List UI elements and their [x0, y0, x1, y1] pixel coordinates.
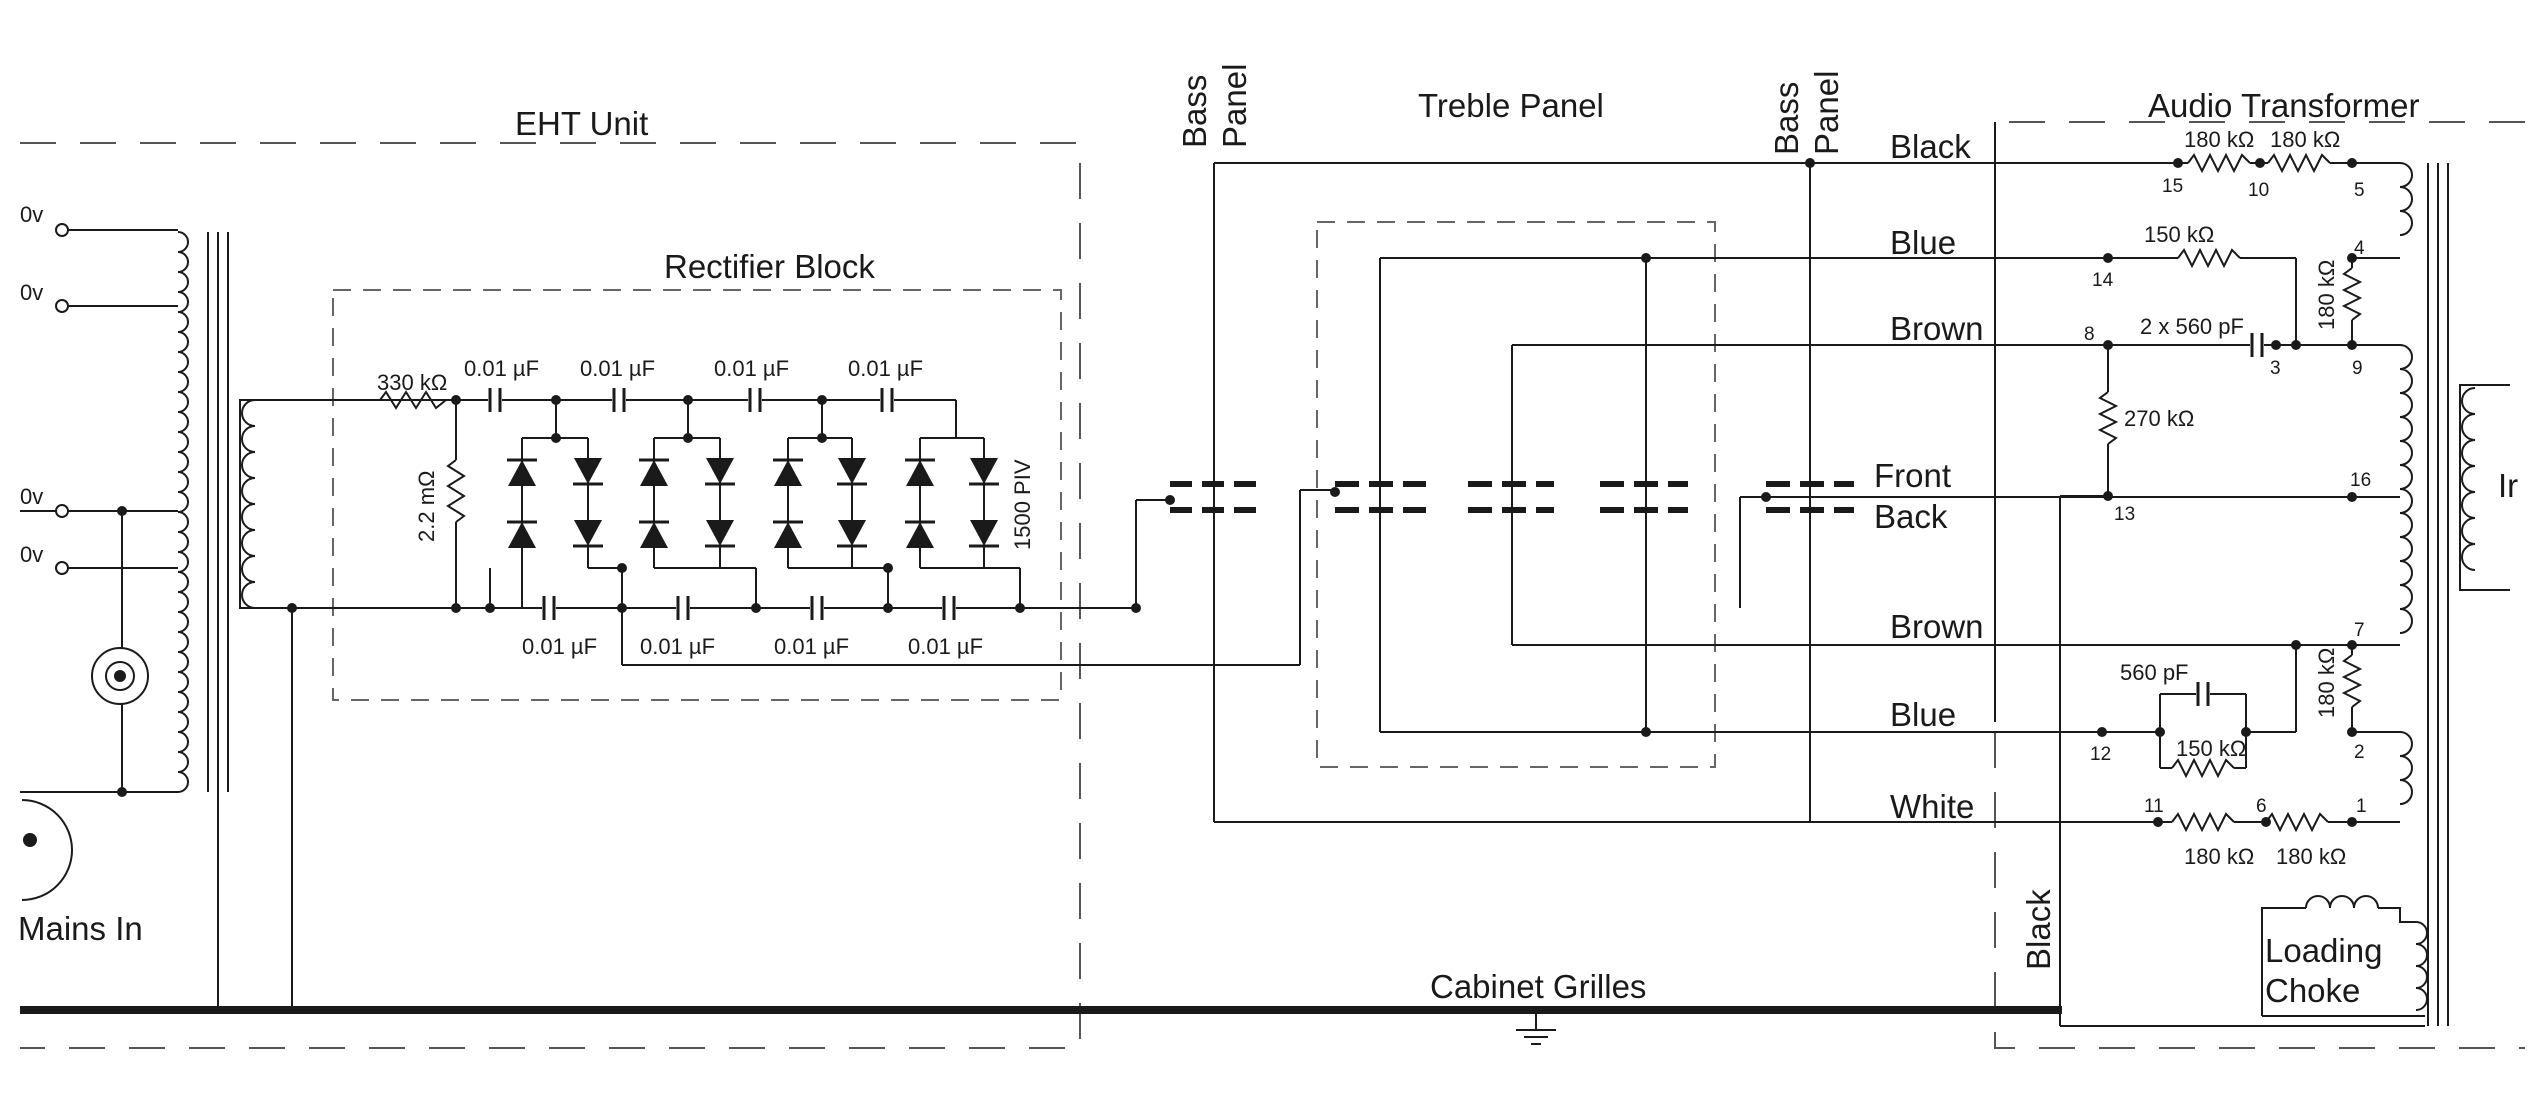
r-15-10-label: 180 kΩ: [2184, 127, 2254, 152]
audio-transformer-outline: [1994, 121, 2525, 1049]
diode-symbol: [903, 448, 937, 496]
cap-bottom-2-label: 0.01 µF: [640, 634, 715, 659]
c-12-label: 560 pF: [2120, 660, 2189, 685]
mains-in-label: Mains In: [18, 910, 143, 947]
eht-secondary-coil: [239, 399, 456, 613]
diode-symbol: [771, 510, 805, 558]
r-14-label: 150 kΩ: [2144, 222, 2214, 247]
cabinet-grilles-bus: [20, 1006, 2062, 1045]
treble-panel-outline: [1316, 221, 1716, 768]
diode-symbol: [903, 510, 937, 558]
pin-2: 2: [2354, 742, 2365, 763]
pin-12: 12: [2090, 744, 2111, 765]
r-7-2-label: 180 kΩ: [2314, 648, 2339, 718]
piv-label: 1500 PIV: [1010, 459, 1035, 550]
wire-black-vertical-label: Black: [2020, 889, 2057, 970]
pin-8: 8: [2084, 324, 2095, 345]
cap-top-2-label: 0.01 µF: [580, 356, 655, 381]
bass-panel-left-label-1: Bass: [1176, 75, 1213, 148]
diode-symbol: [505, 448, 539, 496]
rectifier-block-outline: [332, 289, 1062, 701]
cap-top-1-label: 0.01 µF: [464, 356, 539, 381]
terminal-0v-3: 0v: [20, 484, 43, 509]
pin-3: 3: [2270, 358, 2281, 379]
r-10-5-label: 180 kΩ: [2270, 127, 2340, 152]
diode-symbol: [703, 510, 737, 558]
cap-top-4-label: 0.01 µF: [848, 356, 923, 381]
pin-7: 7: [2354, 620, 2365, 641]
bass-panel-left-label-2: Panel: [1216, 64, 1253, 148]
cap-top-3-label: 0.01 µF: [714, 356, 789, 381]
pin-1: 1: [2356, 796, 2367, 817]
mains-terminals: [20, 223, 178, 901]
bass-panel-right-label-2: Panel: [1808, 71, 1845, 155]
diode-symbol: [571, 448, 605, 496]
r-12-label: 150 kΩ: [2176, 736, 2246, 761]
wire-brown-bottom-label: Brown: [1890, 608, 1984, 645]
terminal-0v-2: 0v: [20, 280, 43, 305]
diode-symbol: [703, 448, 737, 496]
diode-symbol: [967, 510, 1001, 558]
rectifier-network: [379, 388, 1301, 666]
bass-panel-right-label-1: Bass: [1768, 82, 1805, 155]
pin-16: 16: [2350, 470, 2371, 491]
audio-transformer-label: Audio Transformer: [2148, 87, 2419, 124]
pin-13: 13: [2114, 504, 2135, 525]
loading-choke-label-2: Choke: [2265, 972, 2360, 1009]
pin-4: 4: [2354, 238, 2365, 259]
diode-symbol: [771, 448, 805, 496]
rectifier-block-label: Rectifier Block: [664, 248, 875, 285]
r-6-1-label: 180 kΩ: [2276, 844, 2346, 869]
wire-blue-bottom-label: Blue: [1890, 696, 1956, 733]
back-label: Back: [1874, 498, 1948, 535]
cap-bottom-1-label: 0.01 µF: [522, 634, 597, 659]
pin-6: 6: [2256, 796, 2267, 817]
r-2m2-label: 2.2 mΩ: [414, 471, 439, 542]
terminal-0v-1: 0v: [20, 202, 43, 227]
r-4-9-label: 180 kΩ: [2314, 260, 2339, 330]
diode-symbol: [571, 510, 605, 558]
r-330k-label: 330 kΩ: [377, 370, 447, 395]
diode-symbol: [637, 448, 671, 496]
mains-transformer-coil: [177, 231, 293, 1010]
pin-9: 9: [2352, 358, 2363, 379]
cabinet-grilles-label: Cabinet Grilles: [1430, 968, 1646, 1005]
wire-blue-top-label: Blue: [1890, 224, 1956, 261]
wire-brown-top-label: Brown: [1890, 310, 1984, 347]
pin-5: 5: [2354, 180, 2365, 201]
pin-14: 14: [2092, 270, 2114, 291]
pin-15: 15: [2162, 176, 2183, 197]
front-label: Front: [1874, 457, 1951, 494]
cap-bottom-3-label: 0.01 µF: [774, 634, 849, 659]
input-transformer-label: Ir: [2498, 467, 2518, 504]
cap-bottom-4-label: 0.01 µF: [908, 634, 983, 659]
eht-unit-label: EHT Unit: [515, 105, 648, 142]
r-8-13-label: 270 kΩ: [2124, 406, 2194, 431]
audio-wiring: [1214, 122, 2296, 823]
pin-10: 10: [2248, 180, 2269, 201]
c-8-3-label: 2 x 560 pF: [2140, 314, 2244, 339]
wire-white-label: White: [1890, 788, 1974, 825]
panel-electrodes: [1131, 158, 1854, 822]
treble-panel-label: Treble Panel: [1418, 87, 1604, 124]
wire-black-label: Black: [1890, 128, 1971, 165]
eht-unit-outline: [20, 142, 1081, 1049]
r-11-6-label: 180 kΩ: [2184, 844, 2254, 869]
pin-11: 11: [2144, 796, 2164, 817]
audio-transformer-network: [1766, 152, 2510, 1027]
diode-symbol: [835, 448, 869, 496]
diode-symbol: [505, 510, 539, 558]
diode-symbol: [637, 510, 671, 558]
diode-symbol: [835, 510, 869, 558]
terminal-0v-4: 0v: [20, 542, 43, 567]
loading-choke-label-1: Loading: [2265, 932, 2382, 969]
